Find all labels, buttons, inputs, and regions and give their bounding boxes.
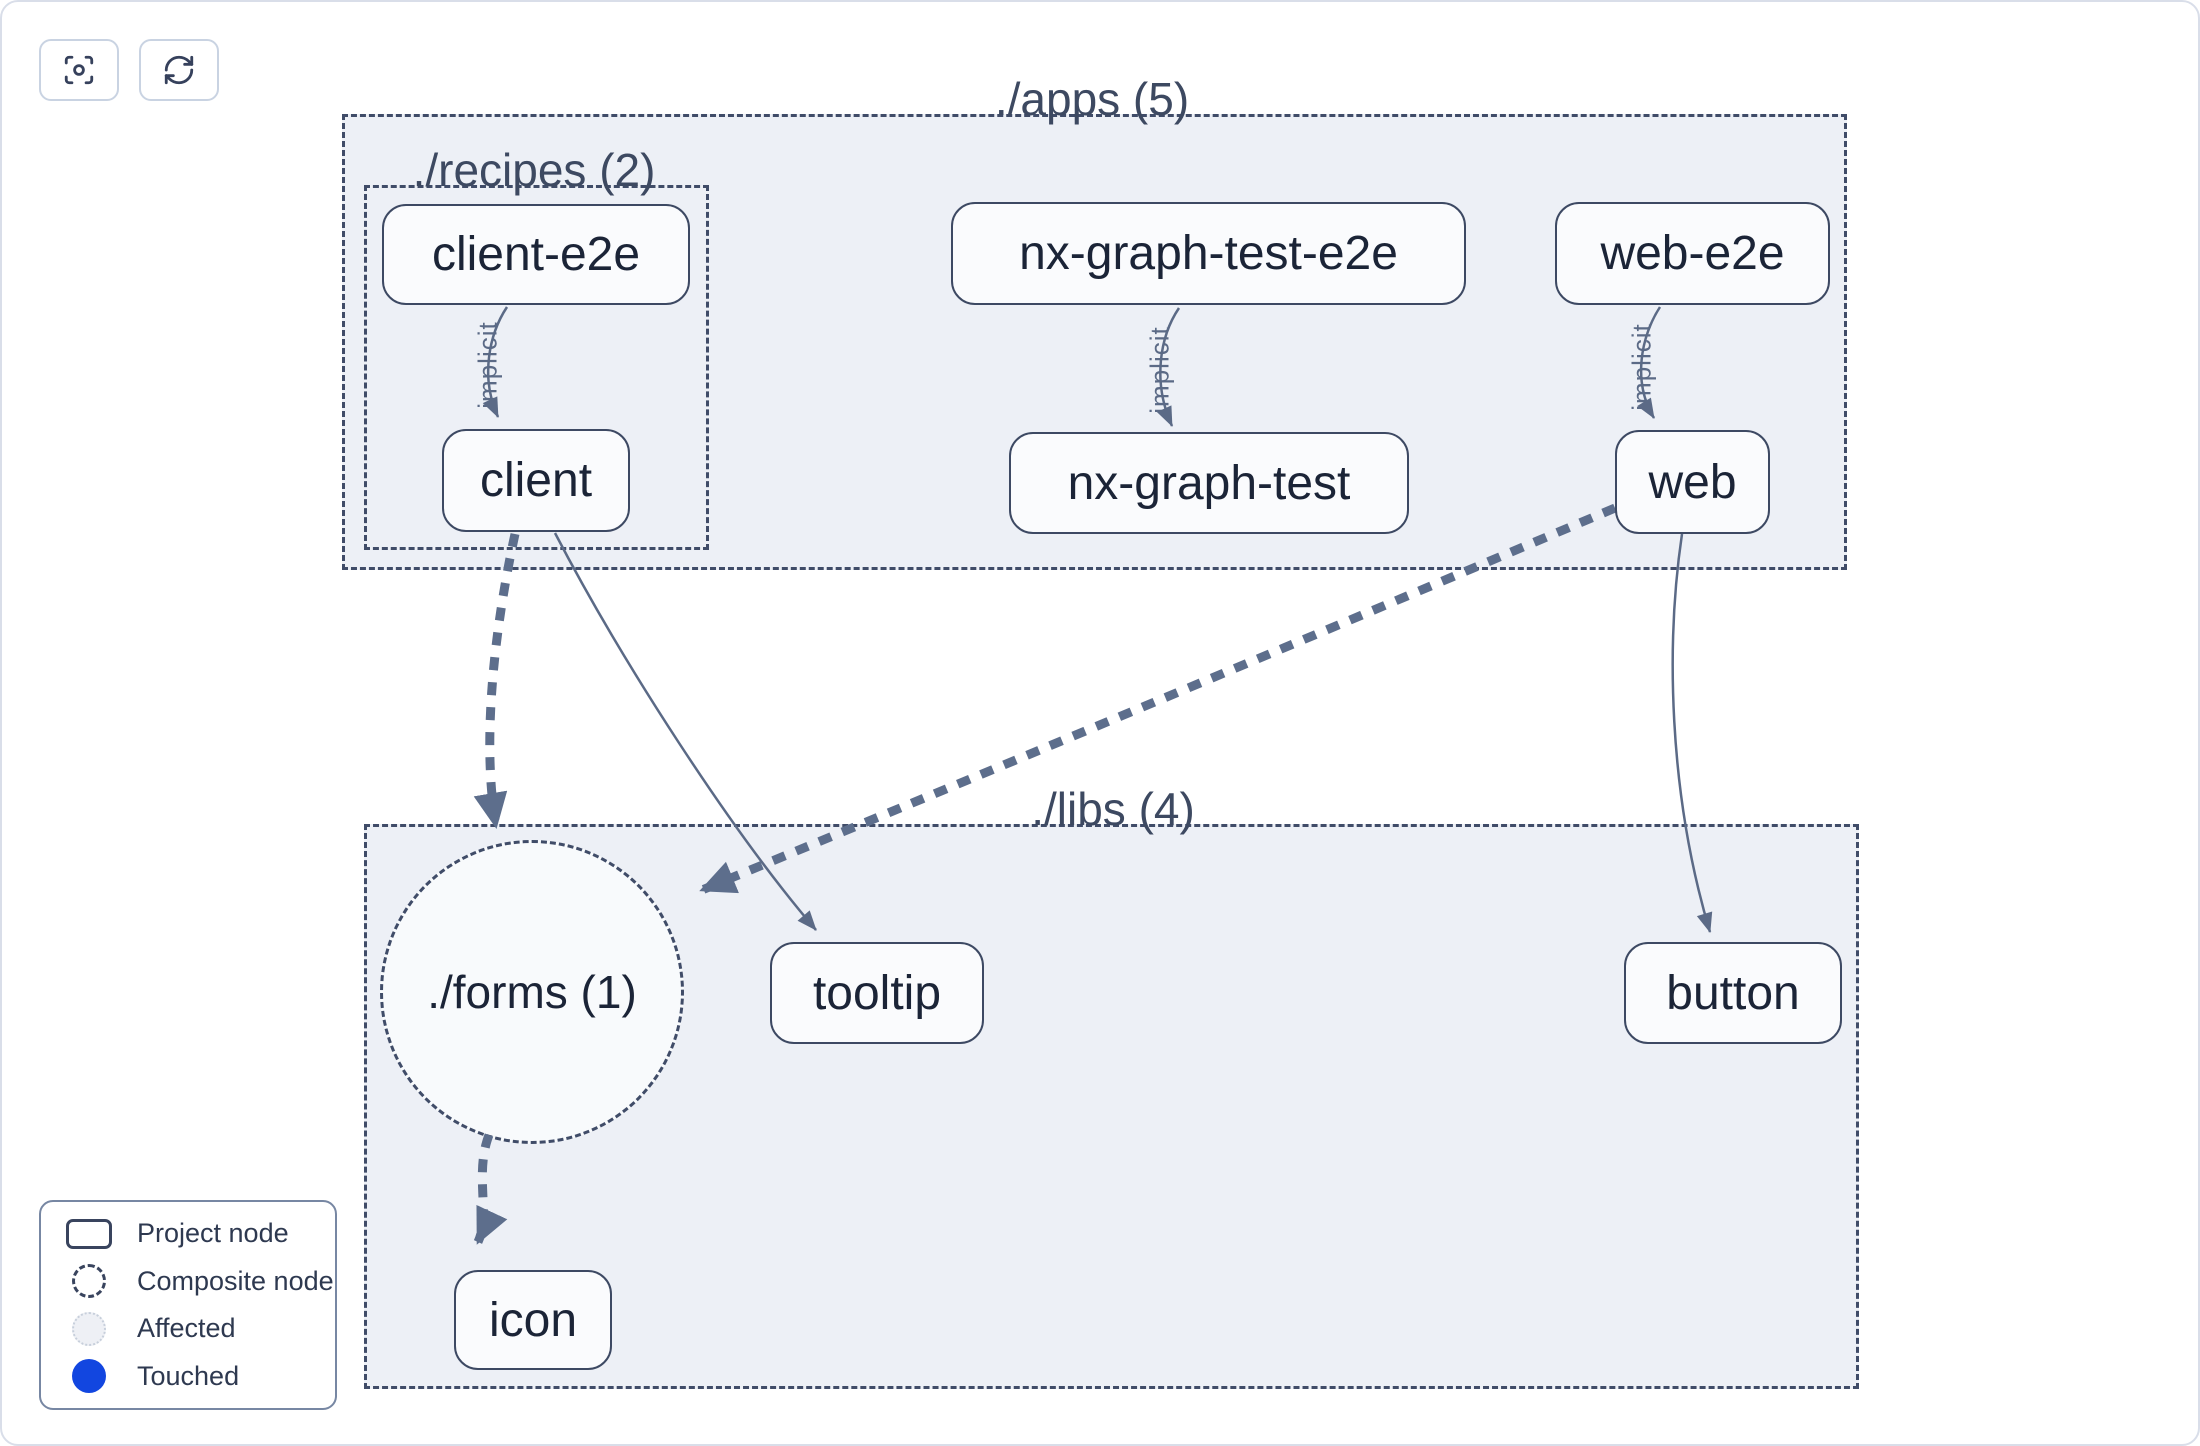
node-web[interactable]: web [1615, 430, 1770, 534]
node-label: web [1648, 455, 1737, 509]
edge-client-forms [473, 533, 520, 829]
legend-label: Affected [137, 1313, 236, 1344]
focus-crosshair-icon [64, 55, 94, 85]
legend-label: Project node [137, 1218, 289, 1249]
node-button[interactable]: button [1624, 942, 1842, 1044]
group-label-apps: ./apps (5) [994, 73, 1190, 125]
node-label: tooltip [812, 966, 942, 1020]
node-label: nx-graph-test [1067, 456, 1351, 510]
node-label: client-e2e [431, 228, 641, 281]
composite-node-swatch-icon [72, 1264, 106, 1299]
legend-item-touched: Touched [41, 1354, 335, 1398]
edge-label-implicit: implicit [1626, 323, 1657, 411]
legend-label: Composite node [137, 1265, 334, 1296]
legend-label: Touched [137, 1360, 240, 1391]
touched-swatch-icon [72, 1359, 106, 1394]
node-label: icon [488, 1293, 578, 1347]
composite-node-label: ./forms (1) [427, 966, 637, 1018]
focus-button[interactable] [39, 39, 119, 101]
edge-label-implicit: implicit [1144, 326, 1175, 414]
node-label: button [1666, 966, 1800, 1020]
group-label-libs: ./libs (4) [1031, 783, 1195, 835]
legend-item-project-node: Project node [41, 1212, 335, 1256]
legend-item-affected: Affected [41, 1307, 335, 1351]
node-web-e2e[interactable]: web-e2e [1555, 202, 1830, 305]
toolbar [39, 39, 219, 101]
node-icon[interactable]: icon [454, 1270, 612, 1370]
refresh-button[interactable] [139, 39, 219, 101]
group-label-recipes: ./recipes (2) [412, 144, 656, 196]
node-nx-graph-test[interactable]: nx-graph-test [1009, 432, 1409, 534]
edge-label-implicit: implicit [472, 321, 503, 409]
legend: Project node Composite node Affected Tou… [39, 1200, 337, 1410]
node-nx-graph-test-e2e[interactable]: nx-graph-test-e2e [951, 202, 1466, 305]
node-label: web-e2e [1600, 227, 1785, 280]
refresh-icon [164, 55, 194, 85]
composite-node-forms[interactable]: ./forms (1) [380, 840, 684, 1144]
project-node-swatch-icon [66, 1218, 112, 1249]
affected-swatch-icon [72, 1311, 106, 1346]
legend-item-composite-node: Composite node [41, 1259, 335, 1303]
node-tooltip[interactable]: tooltip [770, 942, 984, 1044]
node-label: nx-graph-test-e2e [1019, 227, 1398, 280]
node-client-e2e[interactable]: client-e2e [382, 204, 690, 305]
node-label: client [479, 454, 593, 507]
node-client[interactable]: client [442, 429, 630, 532]
